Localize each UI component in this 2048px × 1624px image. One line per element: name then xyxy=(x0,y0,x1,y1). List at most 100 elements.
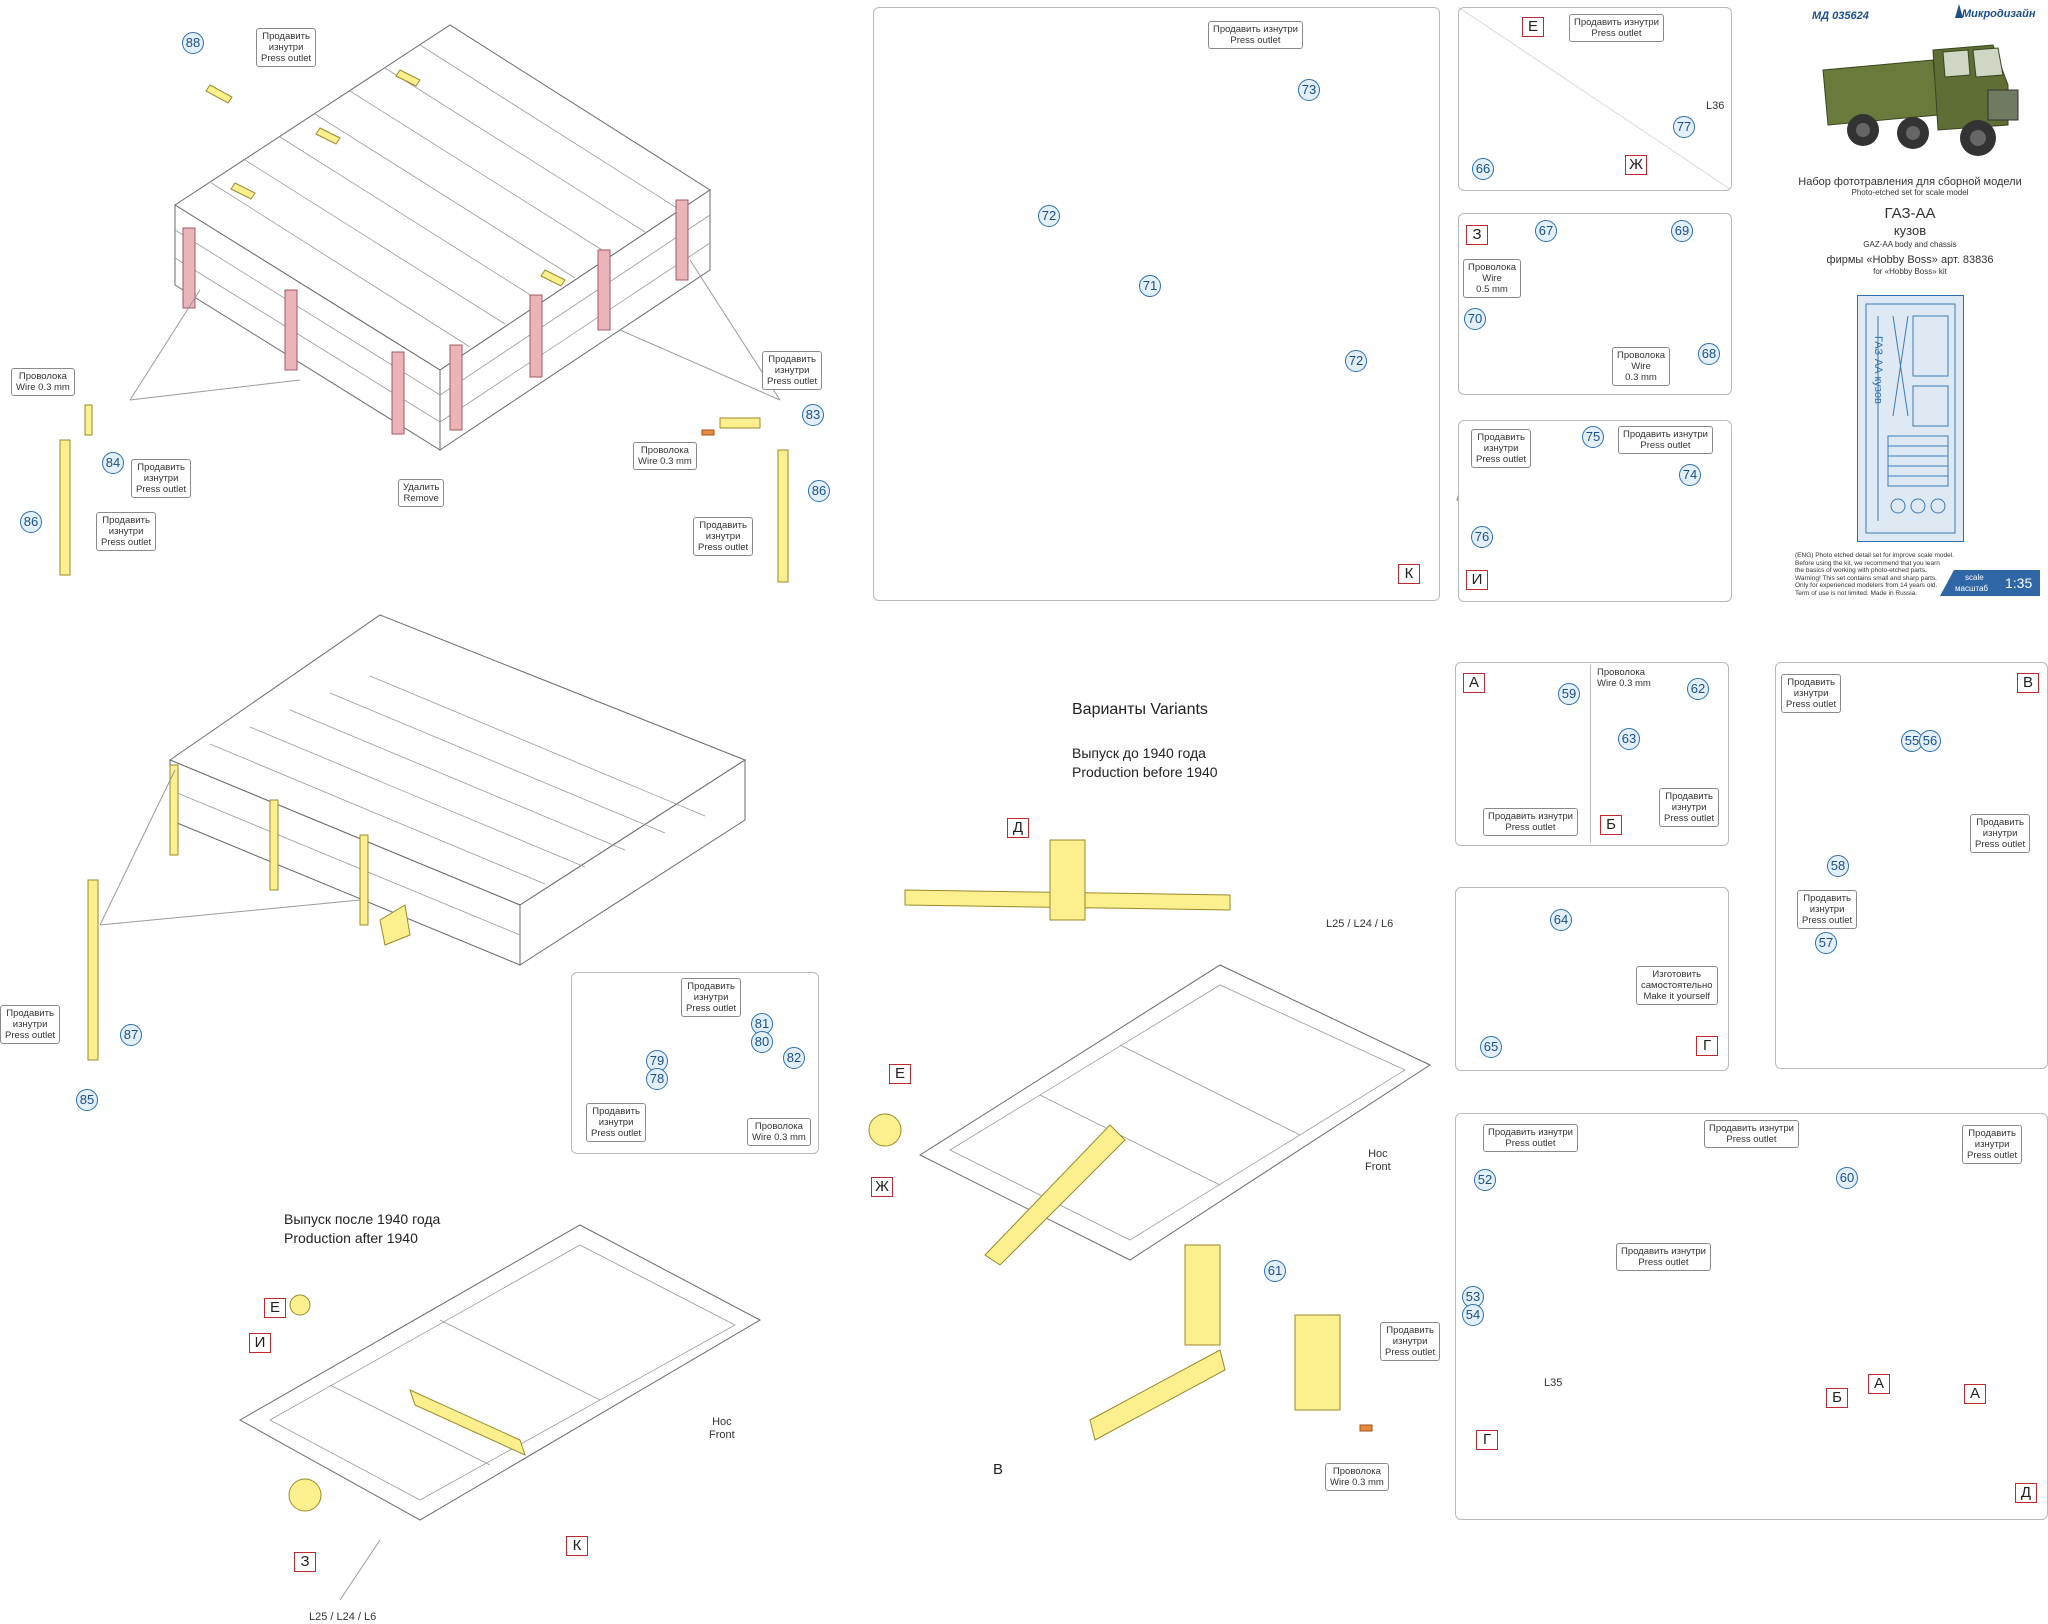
sail-logo-icon xyxy=(1955,4,1963,18)
scale-label-en: scale xyxy=(1965,573,1984,582)
callout-press-outlet-58: Продавить изнутри Press outlet xyxy=(1970,814,2031,853)
part-75-badge: 75 xyxy=(1582,426,1604,448)
truck-photo xyxy=(1818,30,2028,165)
scale-value: 1:35 xyxy=(2005,575,2033,591)
callout-press-outlet-55: Продавить изнутри Press outlet xyxy=(1781,674,1842,713)
product-code: МД 035624 xyxy=(1812,10,1869,22)
part-61-badge: 61 xyxy=(1264,1260,1286,1282)
part-72b-badge: 72 xyxy=(1345,350,1367,372)
marker-e-variant: Е xyxy=(889,1064,911,1084)
part-59-badge: 59 xyxy=(1558,683,1580,705)
panel-k xyxy=(873,7,1440,601)
kit-title-ru: Набор фототравления для сборной модели xyxy=(1798,176,2022,188)
part-84-badge: 84 xyxy=(102,452,124,474)
callout-press-outlet-53: Продавить изнутри Press outlet xyxy=(1616,1243,1711,1271)
marker-v-variant: В xyxy=(988,1461,1008,1479)
part-79-badge: 79 xyxy=(646,1050,668,1072)
callout-press-outlet-52b: Продавить изнутри Press outlet xyxy=(1704,1120,1799,1148)
scale-box xyxy=(1940,570,2040,596)
part-71-badge: 71 xyxy=(1139,275,1161,297)
parts-top-left xyxy=(59,404,789,583)
part-52-badge: 52 xyxy=(1474,1169,1496,1191)
part-64-badge: 64 xyxy=(1550,909,1572,931)
callout-press-outlet-86b: Продавить изнутри Press outlet xyxy=(693,517,754,556)
callout-press-outlet-84: Продавить изнутри Press outlet xyxy=(131,459,192,498)
callout-press-outlet-81: Продавить изнутри Press outlet xyxy=(681,978,742,1017)
panel-letter-zh: Ж xyxy=(1625,155,1647,175)
marker-a2-panel-d: А xyxy=(1964,1384,1986,1404)
brand-logo-text: Микродизайн xyxy=(1962,8,2036,20)
callout-press-outlet-75: Продавить изнутри Press outlet xyxy=(1471,429,1532,468)
callout-press-outlet-73: Продавить изнутри Press outlet xyxy=(1208,21,1303,49)
callout-press-outlet-79: Продавить изнутри Press outlet xyxy=(586,1103,647,1142)
panel-letter-b: Б xyxy=(1600,815,1622,835)
part-85-badge: 85 xyxy=(76,1089,98,1111)
panel-letter-k: К xyxy=(1398,564,1420,584)
callout-press-outlet-61: Продавить изнутри Press outlet xyxy=(1380,1322,1441,1361)
part-80-badge: 80 xyxy=(751,1031,773,1053)
panel-v xyxy=(1775,662,2048,1069)
panel-letter-v: В xyxy=(2017,673,2039,693)
cargo-body-open xyxy=(87,614,747,1061)
callout-press-outlet-74: Продавить изнутри Press outlet xyxy=(1618,426,1713,454)
callout-press-outlet-83: Продавить изнутри Press outlet xyxy=(762,351,823,390)
part-86-badge: 86 xyxy=(20,511,42,533)
part-76-badge: 76 xyxy=(1471,526,1493,548)
panel-letter-e: Е xyxy=(1522,17,1544,37)
front-label-chassis: Нос Front xyxy=(709,1416,735,1441)
truck-illustration xyxy=(1822,44,2019,156)
part-86b-badge: 86 xyxy=(808,480,830,502)
chassis-after-1940 xyxy=(238,1224,762,1601)
panel-d xyxy=(1455,1113,2048,1520)
after-1940-heading: Выпуск после 1940 года Production after … xyxy=(284,1211,441,1246)
chassis-before-1940 xyxy=(868,839,1432,1441)
part-77-badge: 77 xyxy=(1673,116,1695,138)
length-l36: L36 xyxy=(1706,100,1725,112)
callout-press-outlet-57: Продавить изнутри Press outlet xyxy=(1797,890,1858,929)
part-72-badge: 72 xyxy=(1038,205,1060,227)
part-63-badge: 63 xyxy=(1618,728,1640,750)
part-65-badge: 65 xyxy=(1480,1036,1502,1058)
callout-wire-84: Проволока Wire 0.3 mm xyxy=(11,368,75,396)
part-88-badge: 88 xyxy=(182,32,204,54)
panel-letter-a: А xyxy=(1463,673,1485,693)
part-66-badge: 66 xyxy=(1472,158,1494,180)
marker-k-chassis: К xyxy=(566,1536,588,1556)
marker-d-variant: Д xyxy=(1007,818,1029,838)
panel-letter-i: И xyxy=(1466,570,1488,590)
part-57-badge: 57 xyxy=(1815,932,1837,954)
callout-remove: Удалить Remove xyxy=(398,479,445,507)
length-l35: L35 xyxy=(1544,1377,1563,1389)
kit-reference-ru: фирмы «Hobby Boss» арт. 83836 xyxy=(1826,254,1994,266)
before-1940-heading: Выпуск до 1940 года Production before 19… xyxy=(1072,745,1218,780)
part-58-badge: 58 xyxy=(1827,855,1849,877)
length-l25-variant: L25 / L24 / L6 xyxy=(1326,918,1394,930)
marker-zh-variant: Ж xyxy=(871,1177,893,1197)
part-62-badge: 62 xyxy=(1687,678,1709,700)
callout-press-outlet-52: Продавить изнутри Press outlet xyxy=(1483,1124,1578,1152)
callout-wire-68: Проволока Wire 0.3 mm xyxy=(1612,347,1670,386)
callout-wire-61: Проволока Wire 0.3 mm xyxy=(1325,1463,1389,1491)
panel-letter-g: Г xyxy=(1696,1036,1718,1056)
marker-b-panel-d: Б xyxy=(1826,1388,1848,1408)
part-60-badge: 60 xyxy=(1836,1167,1858,1189)
part-56-badge: 56 xyxy=(1919,730,1941,752)
scale-label-ru: масштаб xyxy=(1955,584,1988,593)
marker-z-chassis: З xyxy=(294,1552,316,1572)
model-subtitle-en: GAZ-AA body and chassis xyxy=(1863,240,1957,249)
kit-reference-en: for «Hobby Boss» kit xyxy=(1873,267,1947,276)
part-83-badge: 83 xyxy=(802,404,824,426)
callout-wire-83: Проволока Wire 0.3 mm xyxy=(633,442,697,470)
cargo-body-top-view xyxy=(129,24,781,451)
part-82-badge: 82 xyxy=(783,1047,805,1069)
variants-heading: Варианты Variants xyxy=(1072,701,1208,718)
callout-press-outlet-77: Продавить изнутри Press outlet xyxy=(1569,14,1664,42)
callout-press-outlet-60: Продавить изнутри Press outlet xyxy=(1962,1125,2023,1164)
part-87-badge: 87 xyxy=(120,1024,142,1046)
callout-press-outlet-86: Продавить изнутри Press outlet xyxy=(96,512,157,551)
fret-pattern xyxy=(1865,303,1956,534)
part-68-badge: 68 xyxy=(1698,343,1720,365)
fret-label: ГАЗ-АА кузов xyxy=(1872,336,1884,404)
part-74-badge: 74 xyxy=(1679,464,1701,486)
kit-title-en: Photo-etched set for scale model xyxy=(1851,188,1969,197)
